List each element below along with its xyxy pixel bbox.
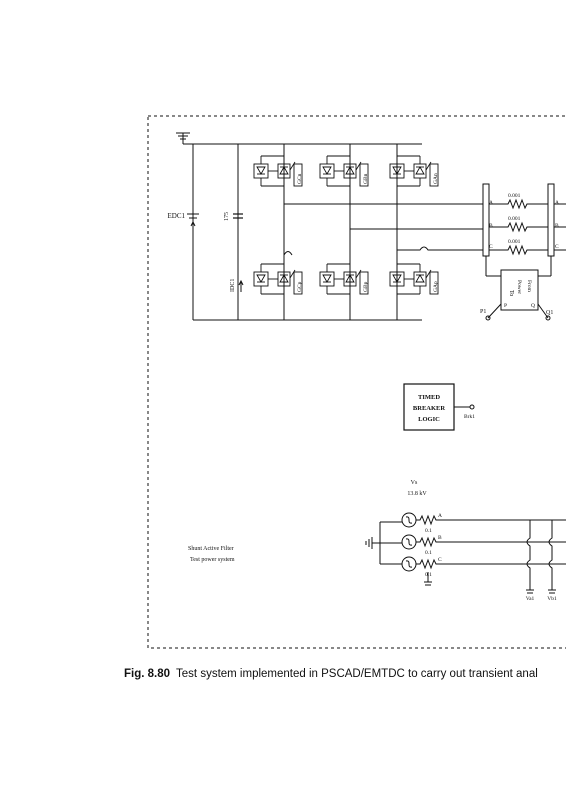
figure-caption-text: Test system implemented in PSCAD/EMTDC t… xyxy=(176,668,538,680)
source-phase-b: B xyxy=(438,535,442,541)
voltage-meter-b: Vb1 xyxy=(547,596,557,602)
breaker-logic-line2: BREAKER xyxy=(413,405,445,412)
dc-source-label: EDC1 xyxy=(168,212,186,220)
power-meter-to: To xyxy=(508,290,514,296)
gate-upper-c: GCn xyxy=(297,173,303,184)
figure-caption: Fig. 8.80 Test system implemented in PSCA… xyxy=(124,668,566,680)
source-resistance-c: 0.1 xyxy=(425,572,432,578)
gate-upper-b: GBn xyxy=(363,173,369,184)
voltage-meter-a: Va1 xyxy=(526,596,535,602)
breaker-logic-line1: TIMED xyxy=(418,394,440,401)
capacitor-value: 175 xyxy=(224,212,230,221)
gate-upper-a: GAn xyxy=(433,173,439,184)
breaker-logic-line3: LOGIC xyxy=(418,416,440,423)
power-meter-from: From xyxy=(526,280,532,293)
bus-phase-c-right: C xyxy=(555,244,559,250)
power-output-p: P1 xyxy=(480,309,486,315)
power-meter-q: Q xyxy=(531,303,535,309)
bus-phase-b-right: B xyxy=(555,223,559,229)
bus-phase-a-right: A xyxy=(555,200,559,206)
power-meter-p: P xyxy=(504,303,507,309)
dc-current-label: IDC1 xyxy=(230,279,236,292)
source-voltage: 13.8 kV xyxy=(407,491,427,497)
source-resistance-a: 0.1 xyxy=(425,528,432,534)
power-meter-power: Power xyxy=(516,280,522,294)
power-output-q: Q1 xyxy=(546,310,553,316)
bus-phase-a: A xyxy=(489,200,493,206)
bus-phase-c: C xyxy=(489,244,493,250)
source-resistance-b: 0.1 xyxy=(425,550,432,556)
source-phase-a: A xyxy=(438,513,442,519)
source-phase-c: C xyxy=(438,557,442,563)
line-resistance-a: 0.001 xyxy=(508,193,521,199)
gate-lower-a: GAp xyxy=(433,281,439,292)
system-description-line2: Test power system xyxy=(190,557,235,563)
line-resistance-c: 0.001 xyxy=(508,239,521,245)
bus-phase-b: B xyxy=(489,223,493,229)
system-description-line1: Shunt Active Filter xyxy=(188,546,234,552)
power-meter xyxy=(500,269,539,311)
gate-lower-b: GBp xyxy=(363,281,369,292)
source-label: Vs xyxy=(411,480,418,486)
gate-lower-c: GCp xyxy=(297,281,303,292)
breaker-output: Brk1 xyxy=(464,414,475,420)
line-resistance-b: 0.001 xyxy=(508,216,521,222)
figure-label: Fig. 8.80 xyxy=(124,668,171,680)
system-boundary xyxy=(147,115,566,649)
